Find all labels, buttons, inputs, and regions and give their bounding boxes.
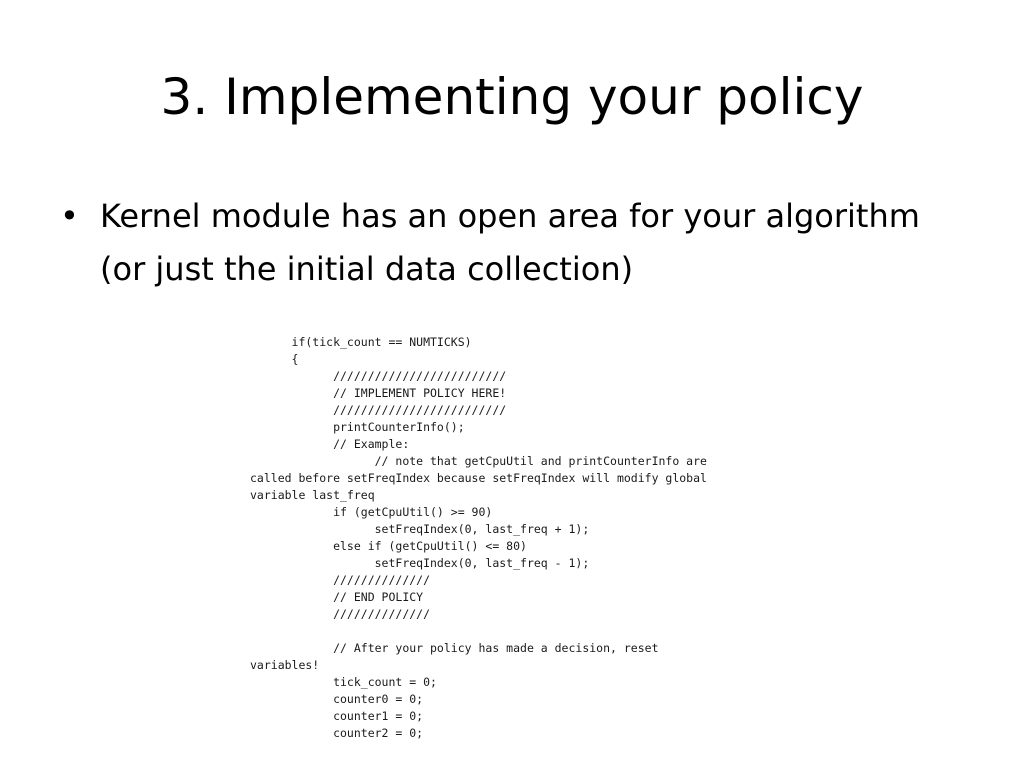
code-line: ////////////// — [250, 607, 431, 621]
bullet-text: Kernel module has an open area for your … — [100, 197, 920, 288]
code-line: // Example: — [250, 437, 410, 451]
code-line: printCounterInfo(); — [250, 420, 465, 434]
code-line: variable last_freq — [250, 488, 375, 502]
code-line: tick_count = 0; — [250, 675, 437, 689]
code-line: setFreqIndex(0, last_freq + 1); — [250, 522, 590, 536]
code-line: else if (getCpuUtil() <= 80) — [250, 539, 527, 553]
code-line: called before setFreqIndex because setFr… — [250, 471, 707, 485]
code-line: setFreqIndex(0, last_freq - 1); — [250, 556, 590, 570]
code-line: if(tick_count == NUMTICKS) — [250, 335, 472, 349]
code-line: ////////////// — [250, 573, 431, 587]
slide-title: 3. Implementing your policy — [160, 68, 864, 126]
bullet-item: • Kernel module has an open area for you… — [55, 190, 975, 296]
code-line: // END POLICY — [250, 590, 424, 604]
code-screenshot: if(tick_count == NUMTICKS) { ///////////… — [250, 334, 790, 742]
bullet-marker: • — [60, 197, 79, 235]
code-line: ///////////////////////// — [250, 403, 507, 417]
code-line — [250, 623, 790, 640]
code-line: variables! — [250, 658, 320, 672]
bullet-list: • Kernel module has an open area for you… — [55, 190, 975, 296]
code-line: // note that getCpuUtil and printCounter… — [250, 454, 707, 468]
code-line: counter0 = 0; — [250, 692, 424, 706]
code-line: ///////////////////////// — [250, 369, 507, 383]
code-line: { — [250, 352, 299, 366]
code-line: counter2 = 0; — [250, 726, 424, 740]
code-line: // After your policy has made a decision… — [250, 641, 659, 655]
code-line: // IMPLEMENT POLICY HERE! — [250, 386, 507, 400]
code-line: if (getCpuUtil() >= 90) — [250, 505, 493, 519]
code-line: counter1 = 0; — [250, 709, 424, 723]
